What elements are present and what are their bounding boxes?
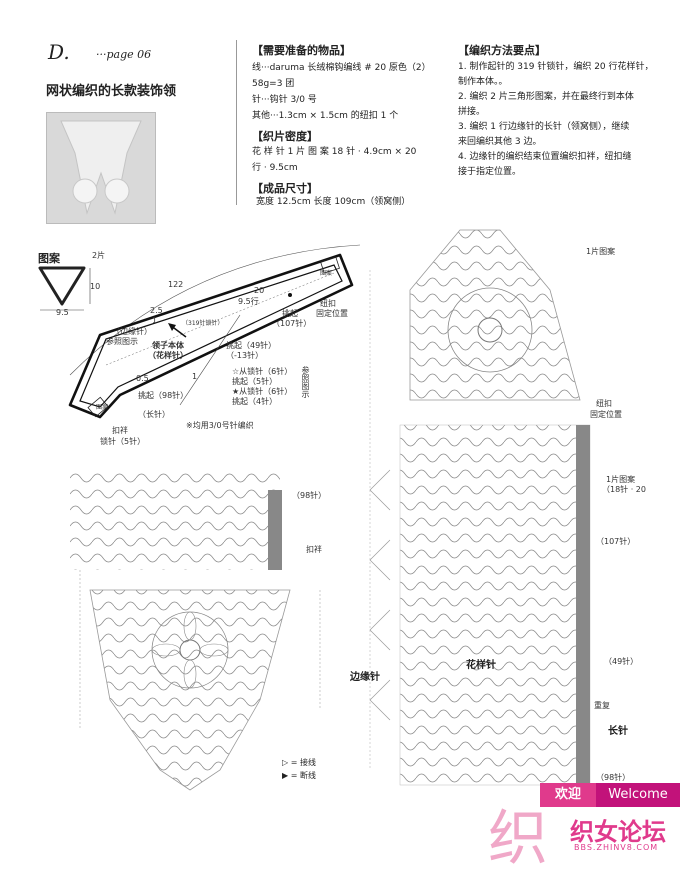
method-line: 制作本体。。 [458,77,508,87]
schematic-band-center: （319针锁针） [182,320,224,327]
legend-cut-text: = 断线 [290,771,316,780]
schematic-pick-107: 挑起 [282,309,298,318]
schematic-rows-25: 2.5 [150,306,163,315]
schematic-pickup-13: （-13针） [226,351,264,360]
welcome-banner-cn: 欢迎 [540,783,596,807]
motif-height: 10 [90,282,101,291]
method-line: 1. 制作起针的 319 针锁针，编织 20 行花样针， [458,62,654,72]
method-line: 来回编织其他 3 边。 [458,137,542,147]
legend-cut: ▶ = 断线 [282,770,316,781]
size-heading: 【成品尺寸】 [252,182,318,195]
method-line: 3. 编织 1 行边缘针的长针（领窝侧），继续 [458,122,630,132]
right-repeat-label: 1片图案 [606,475,636,484]
schematic-pick-b: 挑起（5针） [232,377,278,386]
motif-width: 9.5 [56,308,69,317]
method-list: 1. 制作起针的 319 针锁针，编织 20 行花样针， 制作本体。。 2. 编… [458,60,668,180]
legend-join-text: = 接线 [290,758,316,767]
collar-photo [46,112,156,224]
right-button-pos: 固定位置 [590,410,622,419]
cut-symbol-icon: ▶ [282,771,289,780]
right-edging: 边缘针 [350,672,380,683]
page-reference: ···page 06 [96,48,152,61]
schematic-motif-tag-l: 图案 [96,404,109,411]
right-button: 纽扣 [596,399,612,408]
schematic-band-label: 领子本体 [152,341,184,350]
materials-heading: 【需要准备的物品】 [252,44,351,57]
size-line: 宽度 12.5cm 长度 109cm（领窝侧） [256,197,411,207]
right-count107: （107针） [596,537,636,546]
left-chart-count98: （98针） [292,491,327,500]
schematic-pick-c: ★从锁针（6针） [232,387,293,396]
materials-line: 其他···1.3cm × 1.5cm 的纽扣 1 个 [252,111,399,121]
schematic-long-stitch: （长针） [138,410,170,419]
schematic-loop: 扣袢 [112,426,128,435]
schematic-button-pos: 固定位置 [316,309,348,318]
collar-photo-image [47,113,155,223]
schematic-edging: （边缘针） [112,327,152,336]
welcome-banner-en: Welcome [596,783,680,807]
length-dimension-arc [69,244,361,376]
schematic-pick-a: ☆从锁针（6针） [232,367,293,376]
collar-inner-outline [79,264,343,408]
pattern-title: 网状编织的长款装饰领 [46,84,177,99]
method-line: 4. 边缘针的编织结束位置编织扣袢，纽扣缝 [458,152,632,162]
left-chart-loop: 扣袢 [306,545,322,554]
collar-schematic [68,244,361,419]
gauge-text: 花 样 针 1 片 图 案 18 针 · 4.9cm × 20 行 · 9.5c… [252,144,442,176]
right-repeat: 重复 [594,701,610,710]
schematic-pick-d: 挑起（4针） [232,397,278,406]
stitch-count-bar [268,490,282,570]
materials-line: 线···daruma 长绒棉钩编线 # 20 原色（2） [252,63,431,73]
materials-list: 线···daruma 长绒棉钩编线 # 20 原色（2） 58g=3 团 针··… [252,60,452,124]
schematic-length-95: 9.5行 [238,297,259,306]
materials-line: 58g=3 团 [252,79,295,89]
schematic-band-sub: （花样针） [148,351,188,360]
method-line: 接于指定位置。 [458,167,522,177]
gauge-heading: 【织片密度】 [252,130,318,143]
schematic-total-length: 122 [168,280,184,289]
right-count49: （49针） [604,657,639,666]
schematic-pick-107b: （107针） [272,319,312,328]
pattern-letter: D. [48,40,70,64]
schematic-pickup-49: 挑起（49针） [226,341,277,350]
schematic-motif-tag-r: 图案 [320,270,333,277]
right-count98: （98针） [596,773,631,782]
gauge-line: 花 样 针 1 片 图 案 18 针 · 4.9cm × 20 [252,147,417,157]
right-repeat-count: （18针 · 20 [602,485,646,494]
schematic-rows-05: 0.5 [136,374,149,383]
right-motif-label: 1片图案 [586,247,616,256]
method-line: 拼接。 [458,107,486,117]
schematic-pickup-98: 挑起（98针） [138,391,189,400]
schematic-rows-1b: 1 [192,372,198,381]
right-crochet-chart [369,229,591,786]
divider-line [236,40,237,205]
schematic-button: 纽扣 [320,299,336,308]
schematic-loop-chain: 锁针（5针） [100,437,146,446]
materials-line: 针···钩针 3/0 号 [252,95,317,105]
method-heading: 【编织方法要点】 [458,44,546,57]
collar-outline [68,253,354,419]
right-stitch-count-bar [576,425,590,785]
gauge-line: 行 · 9.5cm [252,163,298,173]
motif-count: 2片 [92,251,106,260]
schematic-rows-1: 1 [152,316,158,325]
left-crochet-chart [70,470,321,791]
site-logo-mark: 织 [488,804,548,874]
legend-join: ▷ = 接线 [282,757,316,768]
schematic-note: ※均用3/0号针编织 [186,421,254,430]
motif-triangle-icon [38,266,91,311]
schematic-edging-ref: 参照图示 [106,337,138,346]
motif-label: 图案 [38,252,60,265]
join-symbol-icon: ▷ [282,758,289,767]
method-line: 2. 编织 2 片三角形图案，并在最终行到本体 [458,92,634,102]
right-long-stitch: 长针 [608,726,628,737]
schematic-ref-diagram: 参照图示 [301,366,310,398]
right-pattern-stitch: 花样针 [466,660,496,671]
schematic-length-20: 20 [254,286,265,295]
site-url: BBS.ZHINV8.COM [574,843,659,852]
site-name: 织女论坛 [570,818,666,846]
